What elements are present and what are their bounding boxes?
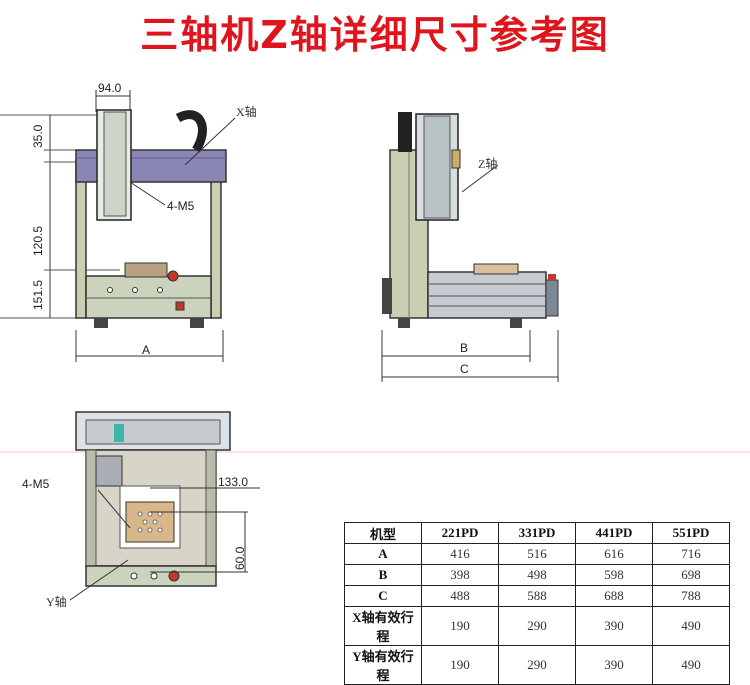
dim-60: 60.0 — [233, 546, 247, 570]
table-row: X轴有效行程 190 290 390 490 — [344, 606, 730, 646]
front-view: 94.0 35.0 120.5 151.5 — [0, 81, 257, 362]
dim-94: 94.0 — [98, 81, 122, 95]
table-cell: 598 — [575, 564, 653, 586]
label-y-axis: Y轴 — [46, 594, 67, 609]
drawings: 94.0 35.0 120.5 151.5 — [0, 81, 750, 609]
table-cell: 290 — [498, 606, 576, 646]
table-row: A 416 516 616 716 — [344, 543, 730, 565]
table-row: Y轴有效行程 190 290 390 490 — [344, 645, 730, 685]
label-4m5-front: 4-M5 — [167, 199, 195, 213]
table-cell: 688 — [575, 585, 653, 607]
dim-b: B — [460, 341, 468, 355]
table-cell: 416 — [421, 543, 499, 565]
row-label: Y轴有效行程 — [344, 645, 422, 685]
table-cell: 516 — [498, 543, 576, 565]
table-cell: 490 — [652, 645, 730, 685]
table-header-row: 机型 221PD 331PD 441PD 551PD — [344, 522, 730, 544]
header-441pd: 441PD — [575, 522, 653, 544]
dim-35: 35.0 — [31, 124, 45, 148]
dim-151: 151.5 — [31, 280, 45, 310]
top-view: 4-M5 133.0 60.0 Y轴 — [22, 411, 260, 609]
table-cell: 290 — [498, 645, 576, 685]
table-cell: 498 — [498, 564, 576, 586]
row-label: C — [344, 585, 422, 607]
table-row: B 398 498 598 698 — [344, 564, 730, 586]
row-label: B — [344, 564, 422, 586]
row-label: A — [344, 543, 422, 565]
table-cell: 588 — [498, 585, 576, 607]
header-model: 机型 — [344, 522, 422, 544]
dim-120: 120.5 — [31, 226, 45, 256]
table-cell: 390 — [575, 645, 653, 685]
dim-c: C — [460, 362, 469, 376]
table-cell: 390 — [575, 606, 653, 646]
spec-table: 机型 221PD 331PD 441PD 551PD A 416 516 616… — [344, 522, 730, 685]
table-row: C 488 588 688 788 — [344, 585, 730, 607]
table-cell: 616 — [575, 543, 653, 565]
page-title: 三轴机Z轴详细尺寸参考图 — [140, 13, 610, 57]
table-cell: 398 — [421, 564, 499, 586]
label-x-axis: X轴 — [236, 104, 257, 119]
table-cell: 190 — [421, 606, 499, 646]
table-cell: 488 — [421, 585, 499, 607]
dim-133: 133.0 — [218, 475, 248, 489]
header-331pd: 331PD — [498, 522, 576, 544]
label-4m5-top: 4-M5 — [22, 477, 50, 491]
table-cell: 490 — [652, 606, 730, 646]
label-z-axis: Z轴 — [478, 156, 497, 171]
header-551pd: 551PD — [652, 522, 730, 544]
dim-a: A — [142, 343, 150, 357]
table-cell: 716 — [652, 543, 730, 565]
side-view: Z轴 B C — [381, 112, 559, 382]
table-cell: 190 — [421, 645, 499, 685]
table-cell: 698 — [652, 564, 730, 586]
row-label: X轴有效行程 — [344, 606, 422, 646]
header-221pd: 221PD — [421, 522, 499, 544]
table-cell: 788 — [652, 585, 730, 607]
